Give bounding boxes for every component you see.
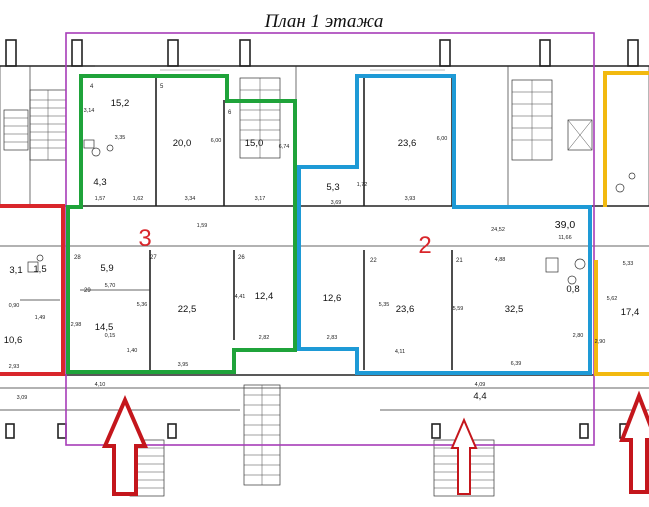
room-area: 0,8 — [566, 284, 579, 295]
room-area: 12,6 — [323, 293, 342, 304]
room-area: 22,5 — [178, 304, 197, 315]
dimension-label: 4,09 — [475, 382, 486, 388]
staircase-right — [511, 79, 593, 161]
unit-2-label: 2 — [418, 232, 431, 259]
dimension-label: 2,90 — [595, 339, 606, 345]
red-unit-outline — [0, 204, 65, 376]
wc-fixtures — [27, 139, 636, 285]
dimension-label: 2,98 — [71, 322, 82, 328]
unit-3-outline — [66, 74, 297, 374]
room-area: 5,3 — [326, 182, 339, 193]
dimension-label: 6,00 — [211, 138, 222, 144]
room-area: 4,4 — [473, 391, 486, 402]
room-area: 15,0 — [245, 138, 264, 149]
entrance-arrow-left — [101, 394, 149, 496]
dimension-label: 1,59 — [197, 223, 208, 229]
room-area: 23,6 — [398, 138, 417, 149]
dimension-label: 5,33 — [623, 261, 634, 267]
plan-title: План 1 этажа — [264, 11, 384, 32]
staircase-entrance-center — [243, 384, 281, 486]
room-area: 4,3 — [93, 177, 106, 188]
room-number: 4 — [90, 84, 94, 90]
dimension-label: 3,09 — [17, 395, 28, 401]
dimension-label: 6,74 — [279, 144, 290, 150]
room-area: 15,2 — [111, 98, 130, 109]
dimension-label: 24,52 — [491, 227, 505, 233]
dimension-label: 5,36 — [137, 302, 148, 308]
dimension-label: 5,70 — [105, 283, 116, 289]
dimension-label: 5,35 — [379, 302, 390, 308]
dimension-label: 4,41 — [235, 294, 246, 300]
room-area: 23,6 — [396, 304, 415, 315]
dimension-label: 3,95 — [178, 362, 189, 368]
dimension-label: 11,66 — [558, 235, 571, 241]
unit-2-outline — [297, 74, 592, 375]
yellow-unit-outline-lower — [594, 260, 649, 376]
room-area: 32,5 — [505, 304, 524, 315]
dimension-label: 2,80 — [573, 333, 584, 339]
dimension-label: 3,93 — [405, 196, 416, 202]
room-area: 14,5 — [95, 322, 114, 333]
dimension-label: 0,15 — [105, 333, 116, 339]
dimension-label: 2,93 — [9, 364, 20, 370]
dimension-label: 4,10 — [95, 382, 106, 388]
dimension-label: 3,34 — [185, 196, 196, 202]
room-number: 26 — [238, 255, 245, 261]
room-area: 12,4 — [255, 291, 274, 302]
room-number: 5 — [160, 84, 164, 90]
dimension-label: 6,39 — [511, 361, 522, 367]
room-number: 22 — [370, 258, 377, 264]
dimension-label: 0,90 — [9, 303, 20, 309]
dimension-label: 3,35 — [115, 135, 126, 141]
staircase-center — [239, 77, 281, 159]
room-area: 5,9 — [100, 263, 113, 274]
room-area: 17,4 — [621, 307, 640, 318]
room-number: 27 — [150, 255, 157, 261]
room-area: 39,0 — [555, 219, 576, 231]
room-number: 6 — [228, 110, 232, 116]
dimension-label: 3,69 — [331, 200, 342, 206]
dimension-labels: 3,35 3,14 1,62 1,57 3,34 6,00 3,17 6,74 … — [9, 108, 634, 401]
dimension-label: 4,11 — [395, 349, 405, 355]
dimension-label: 6,00 — [437, 136, 448, 142]
dimension-label: 1,40 — [127, 348, 138, 354]
dimension-label: 2,82 — [259, 335, 270, 341]
entrance-arrow-center — [450, 417, 478, 495]
room-number: 21 — [456, 258, 463, 264]
unit-3-label: 3 — [138, 225, 151, 252]
dimension-label: 1,62 — [133, 196, 144, 202]
room-number: 28 — [74, 255, 81, 261]
dimension-label: 1,49 — [35, 315, 46, 321]
dimension-label: 4,88 — [495, 257, 506, 263]
dimension-label: 3,17 — [255, 196, 266, 202]
yellow-unit-outline — [603, 71, 649, 207]
room-number: 29 — [84, 288, 91, 294]
room-area: 1,5 — [33, 264, 46, 275]
dimension-label: 5,59 — [453, 306, 464, 312]
entrance-arrow-right — [619, 390, 649, 494]
staircase-left — [29, 89, 67, 161]
room-area: 3,1 — [9, 265, 22, 276]
room-area: 20,0 — [173, 138, 192, 149]
dimension-label: 3,14 — [84, 108, 95, 114]
staircase-left-outer — [3, 109, 29, 151]
dimension-label: 2,83 — [327, 335, 338, 341]
room-area: 10,6 — [4, 335, 23, 346]
dimension-label: 5,62 — [607, 296, 618, 302]
dimension-label: 1,72 — [357, 182, 368, 188]
dimension-label: 1,57 — [95, 196, 106, 202]
